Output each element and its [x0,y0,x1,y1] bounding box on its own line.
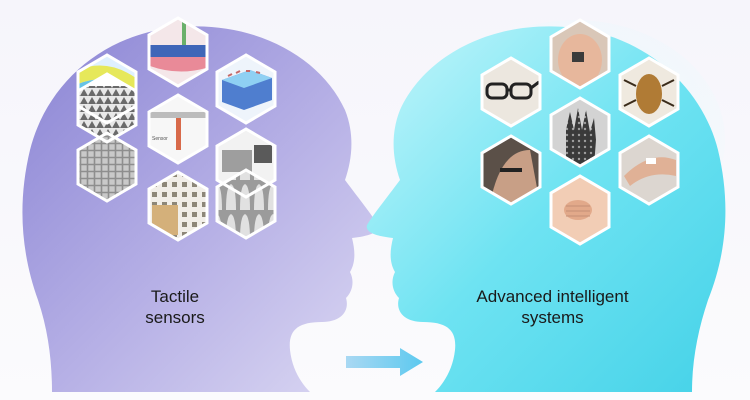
right-caption-line1: Advanced intelligent [476,287,629,306]
right-caption-line2: systems [521,308,584,327]
left-image-cluster: Sensor [76,16,277,242]
right-hex-borders [480,18,680,246]
left-hex-borders [76,16,277,242]
transition-arrow [346,348,423,376]
right-caption: Advanced intelligent systems [455,286,650,328]
right-image-cluster [480,18,680,246]
svg-text:Sensor: Sensor [152,136,168,142]
left-caption: Tactile sensors [110,286,240,328]
left-caption-line2: sensors [145,308,205,327]
left-caption-line1: Tactile [150,287,200,306]
